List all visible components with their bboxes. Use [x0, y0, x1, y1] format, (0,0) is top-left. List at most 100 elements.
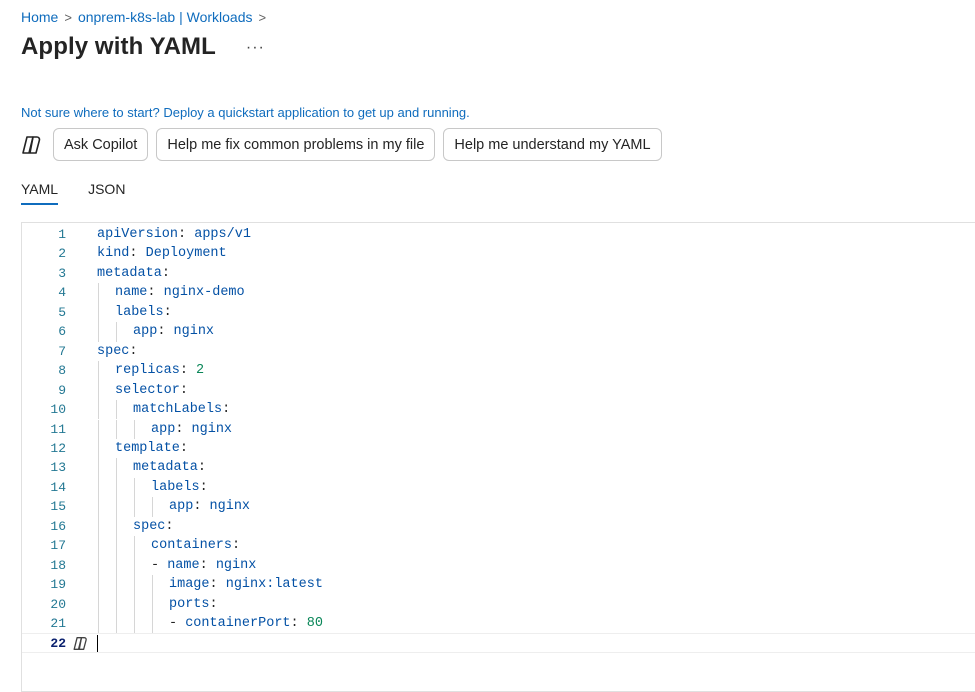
code-text: template:: [115, 440, 188, 456]
code-text: image: nginx:latest: [169, 577, 323, 593]
code-text: spec:: [97, 343, 138, 359]
line-number: 11: [50, 421, 66, 437]
code-line[interactable]: 2 kind: Deployment: [22, 244, 975, 263]
indent-guide: [134, 594, 135, 614]
line-number: 20: [50, 596, 66, 612]
indent-guide: [116, 400, 117, 420]
line-number: 3: [58, 265, 66, 281]
breadcrumb: Home > onprem-k8s-lab | Workloads >: [21, 8, 272, 26]
indent-guide: [98, 555, 99, 576]
text-cursor: [97, 635, 98, 653]
indent-guide: [98, 380, 99, 401]
indent-guide: [134, 419, 135, 439]
indent-guide: [98, 419, 99, 439]
tab-json[interactable]: JSON: [88, 181, 126, 197]
code-line[interactable]: 11 app: nginx: [22, 419, 975, 439]
line-number: 17: [50, 538, 66, 554]
indent-guide: [152, 614, 153, 634]
code-text: metadata:: [133, 460, 206, 476]
line-number: 19: [50, 577, 66, 593]
line-number: 10: [50, 402, 66, 418]
breadcrumb-home[interactable]: Home: [21, 9, 59, 25]
indent-guide: [116, 516, 117, 537]
code-text: kind: Deployment: [97, 246, 227, 262]
indent-guide: [98, 361, 99, 381]
indent-guide: [98, 497, 99, 517]
line-number: 14: [50, 479, 66, 495]
indent-guide: [152, 575, 153, 595]
indent-guide: [116, 575, 117, 595]
indent-guide: [134, 497, 135, 517]
indent-guide: [116, 614, 117, 634]
code-text: apiVersion: apps/v1: [97, 227, 251, 242]
code-line[interactable]: 4 name: nginx-demo: [22, 283, 975, 303]
code-text: metadata:: [97, 265, 170, 281]
code-text: name: nginx-demo: [115, 285, 245, 301]
indent-guide: [116, 555, 117, 576]
quickstart-link[interactable]: Not sure where to start? Deploy a quicks…: [21, 105, 470, 120]
page-title: Apply with YAML: [21, 33, 216, 60]
indent-guide: [116, 594, 117, 614]
line-number: 2: [58, 246, 66, 262]
fix-problems-button[interactable]: Help me fix common problems in my file: [156, 128, 436, 161]
line-number: 1: [58, 227, 66, 242]
indent-guide: [98, 400, 99, 420]
copilot-actions: Ask Copilot Help me fix common problems …: [20, 128, 670, 161]
code-text: replicas: 2: [115, 363, 205, 379]
ask-copilot-button[interactable]: Ask Copilot: [53, 128, 149, 161]
code-line[interactable]: 21- containerPort: 80: [22, 614, 975, 634]
indent-guide: [98, 614, 99, 634]
breadcrumb-separator: >: [258, 9, 267, 25]
code-text: - name: nginx: [151, 557, 257, 573]
code-line[interactable]: 15 app: nginx: [22, 497, 975, 517]
line-number: 9: [58, 382, 66, 398]
indent-guide: [98, 575, 99, 595]
code-line[interactable]: 18 - name: nginx: [22, 555, 975, 576]
more-options-button[interactable]: ···: [245, 39, 265, 56]
indent-guide: [98, 302, 99, 323]
indent-guide: [152, 497, 153, 517]
indent-guide: [134, 555, 135, 576]
line-number: 4: [58, 285, 66, 301]
indent-guide: [116, 497, 117, 517]
code-text: app: nginx: [151, 421, 233, 437]
copilot-gutter-icon[interactable]: [71, 634, 89, 652]
code-line[interactable]: 1 apiVersion: apps/v1: [22, 225, 975, 244]
indent-guide: [98, 516, 99, 537]
code-text: app: nginx: [169, 499, 251, 515]
code-text: spec:: [133, 518, 174, 534]
indent-guide: [116, 322, 117, 342]
indent-guide: [98, 438, 99, 459]
line-number: 18: [50, 557, 66, 573]
code-line[interactable]: 22: [22, 633, 975, 653]
indent-guide: [98, 477, 99, 498]
tab-yaml[interactable]: YAML: [21, 179, 59, 205]
code-line[interactable]: 3 metadata:: [22, 264, 975, 283]
indent-guide: [98, 458, 99, 478]
breadcrumb-workloads[interactable]: onprem-k8s-lab | Workloads: [77, 9, 253, 25]
code-line[interactable]: 16 spec:: [22, 516, 975, 537]
code-line[interactable]: 19 image: nginx:latest: [22, 575, 975, 595]
line-number: 16: [50, 518, 66, 534]
title-row: Apply with YAML ···: [21, 33, 265, 61]
understand-yaml-button[interactable]: Help me understand my YAML: [443, 128, 662, 161]
format-tabs: YAML JSON: [21, 179, 155, 205]
indent-guide: [98, 536, 99, 556]
indent-guide: [134, 575, 135, 595]
yaml-editor[interactable]: 1 apiVersion: apps/v1 2 kind: Deployment 3 me…: [21, 222, 975, 692]
line-number: 15: [50, 499, 66, 515]
line-number: 5: [58, 304, 66, 320]
code-text: app: nginx: [133, 324, 215, 340]
indent-guide: [116, 536, 117, 556]
